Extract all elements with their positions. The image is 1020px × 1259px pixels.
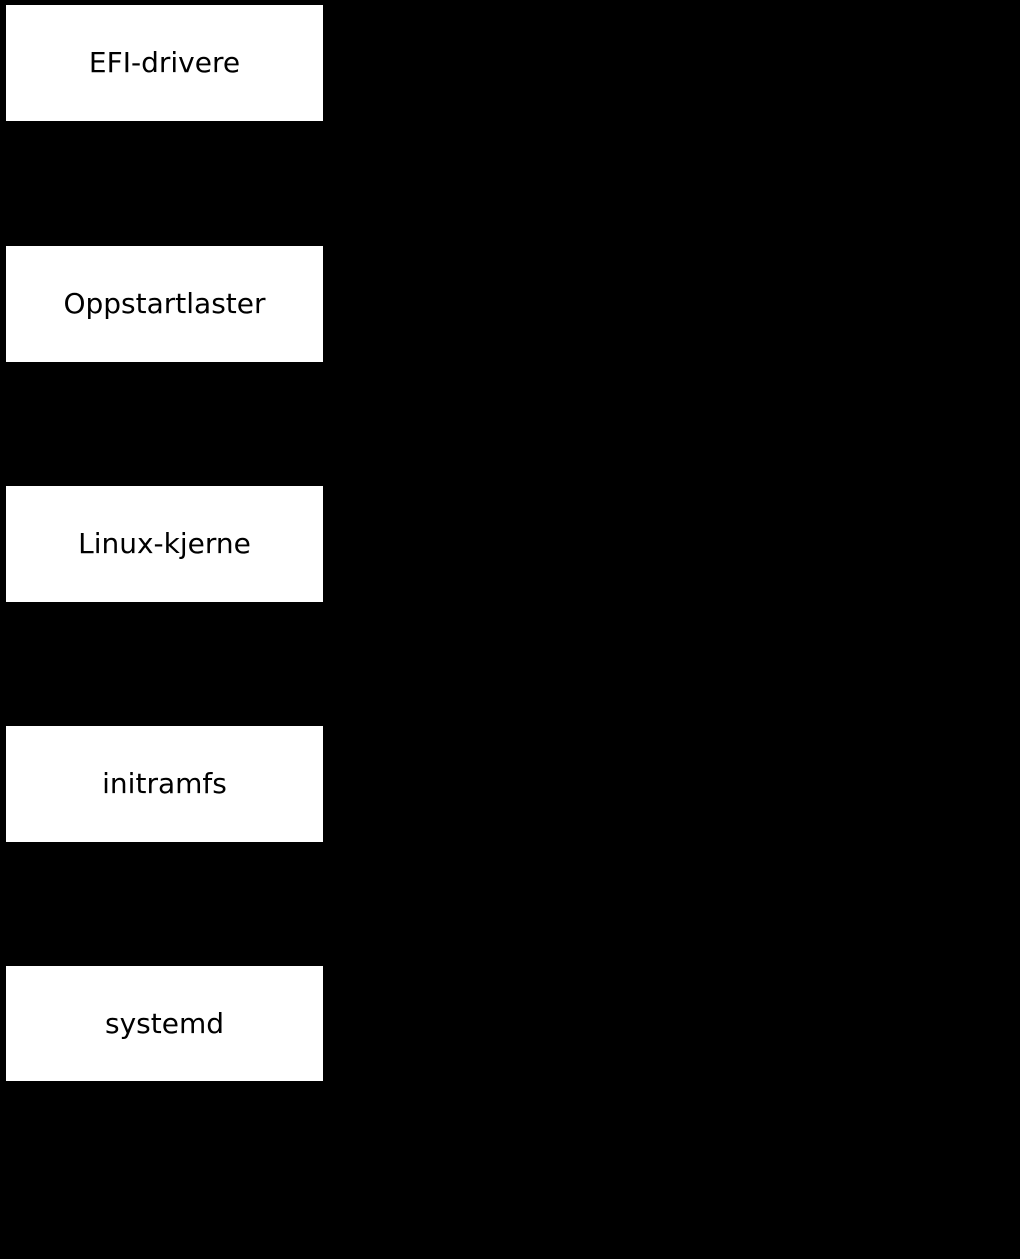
node-systemd-label: systemd: [105, 1006, 224, 1040]
node-linux-kjerne-label: Linux-kjerne: [78, 527, 251, 560]
node-systemd: systemd: [6, 966, 323, 1081]
node-initramfs-label: initramfs: [102, 767, 227, 800]
node-oppstartlaster-label: Oppstartlaster: [63, 287, 266, 320]
node-efi-drivere-label: EFI-drivere: [88, 46, 241, 79]
node-initramfs: initramfs: [6, 726, 323, 842]
node-oppstartlaster: Oppstartlaster: [6, 246, 323, 362]
node-efi-drivere: EFI-drivere: [6, 5, 323, 121]
node-linux-kjerne: Linux-kjerne: [6, 486, 323, 602]
